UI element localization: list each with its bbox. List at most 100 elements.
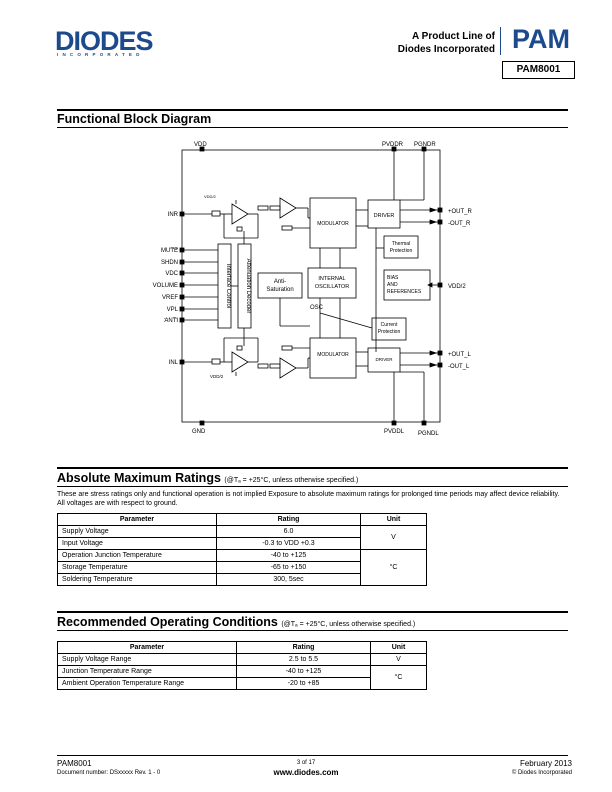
label-vdd: VDD	[194, 142, 207, 148]
label-pvddr: PVDDR	[382, 142, 404, 148]
driver-r-block	[367, 199, 401, 229]
pin-pvddl	[391, 420, 397, 426]
table-row: Soldering Temperature 300, 5sec	[57, 573, 427, 586]
rec-op-condition: (@Tₐ = +25°C, unless otherwise specified…	[281, 621, 416, 628]
internal-oscillator-block	[307, 267, 357, 299]
label-vdd2-r: VDD/2	[204, 194, 217, 199]
unit-cell: °C	[360, 549, 427, 586]
footer-rule	[57, 755, 568, 756]
table-row: Junction Temperature Range -40 to +125 °…	[57, 665, 427, 690]
label-osc: OSC	[310, 305, 324, 311]
unit-cell: °C	[370, 665, 427, 690]
label-vref: VREF	[162, 295, 178, 301]
pin-volume	[179, 282, 185, 288]
label-shdn: SHDN	[161, 260, 178, 266]
table-header-row: Parameter Rating Unit	[57, 641, 427, 654]
pin-out-r-pos	[437, 207, 443, 213]
param-cell: Operation Junction Temperature	[57, 549, 217, 562]
product-line-1: A Product Line of	[412, 31, 495, 42]
footer-page: 3 of 17	[296, 760, 316, 766]
rating-cell: -40 to +125	[216, 549, 361, 562]
preamp-r	[231, 203, 249, 225]
table-header-row: Parameter Rating Unit	[57, 513, 427, 526]
label-volume: VOLUME	[153, 283, 178, 289]
label-thermal-1: Thermal	[392, 241, 410, 247]
gain-amp-l	[279, 357, 297, 379]
label-pgndr: PGNDR	[414, 142, 436, 148]
abs-max-rule-top	[57, 467, 568, 469]
footer-copyright: © Diodes Incorporated	[511, 770, 572, 776]
header-rating: Rating	[216, 513, 361, 526]
pam-logo-text: PAM	[512, 24, 570, 52]
pin-mute	[179, 247, 185, 253]
pin-out-r-neg	[437, 219, 443, 225]
section-rule-top	[57, 109, 568, 111]
resistor-r2	[257, 205, 269, 211]
label-out-l-neg: -OUT_L	[448, 364, 470, 370]
pin-vref	[179, 294, 185, 300]
label-bias-1: BIAS	[387, 275, 399, 281]
header-parameter: Parameter	[57, 641, 237, 654]
label-osc-2: OSCILLATOR	[315, 284, 349, 290]
product-line-text: A Product Line of Diodes Incorporated	[398, 30, 495, 56]
header-rating: Rating	[236, 641, 371, 654]
resistor-r-fb	[236, 226, 243, 232]
diodes-logo: DIODES	[55, 26, 154, 56]
label-osc-1: INTERNAL	[318, 276, 345, 282]
part-number-box: PAM8001	[502, 61, 575, 79]
pin-vdd	[199, 146, 205, 152]
rec-op-title: Recommended Operating Conditions	[57, 615, 278, 629]
driver-l-block	[367, 347, 401, 373]
abs-max-title: Absolute Maximum Ratings	[57, 471, 221, 485]
label-thermal-2: Protection	[390, 248, 413, 254]
rating-cell: 6.0	[216, 525, 361, 538]
label-pvddl: PVDDL	[384, 429, 405, 435]
footer-date: February 2013	[519, 759, 572, 768]
table-row: Supply Voltage Range 2.5 to 5.5 V	[57, 653, 427, 666]
param-cell: Soldering Temperature	[57, 573, 217, 586]
rating-cell: -0.3 to VDD +0.3	[216, 537, 361, 550]
pin-inl	[179, 359, 185, 365]
label-gnd: GND	[192, 429, 206, 435]
rating-cell: -20 to +85	[236, 677, 371, 690]
gain-amp-r	[279, 197, 297, 219]
label-pgndl: PGNDL	[418, 431, 439, 437]
current-protection-block	[371, 317, 407, 341]
rating-cell: 300, 5sec	[216, 573, 361, 586]
resistor-l4	[281, 345, 293, 351]
label-inr: INR	[168, 212, 179, 218]
header-unit: Unit	[370, 641, 427, 654]
package-outline	[181, 149, 441, 423]
pam-logo: PAM	[512, 24, 576, 57]
preamp-l	[231, 351, 249, 373]
resistor-l3	[269, 363, 281, 369]
resistor-r3	[269, 205, 281, 211]
label-interface-control: Interface Control	[225, 264, 231, 308]
section-rule-bottom	[57, 127, 568, 128]
label-anti: ANTI	[164, 318, 178, 324]
param-cell: Supply Voltage	[57, 525, 217, 538]
param-cell: Storage Temperature	[57, 561, 217, 574]
footer-doc-number: Document number: DSxxxxx Rev. 1 - 0	[57, 770, 161, 776]
block-diagram-title: Functional Block Diagram	[57, 112, 212, 126]
abs-max-note: These are stress ratings only and functi…	[57, 491, 560, 507]
label-driver-l: DRIVER	[375, 357, 393, 362]
label-anti-2: Saturation	[266, 287, 293, 293]
table-row: Storage Temperature -65 to +150	[57, 561, 427, 574]
resistor-l-fb	[236, 345, 243, 351]
abs-max-table: Parameter Rating Unit Supply Voltage 6.0…	[57, 513, 427, 586]
header-unit: Unit	[360, 513, 427, 526]
rating-cell: -65 to +150	[216, 561, 361, 574]
table-row: Ambient Operation Temperature Range -20 …	[57, 677, 427, 690]
label-vdd2: VDD/2	[448, 284, 466, 290]
label-inl: INL	[169, 360, 179, 366]
rec-op-table: Parameter Rating Unit Supply Voltage Ran…	[57, 641, 427, 690]
product-line-2: Diodes Incorporated	[397, 44, 495, 55]
rec-op-title-row: Recommended Operating Conditions (@Tₐ = …	[57, 615, 415, 629]
label-out-r-pos: +OUT_R	[448, 209, 473, 215]
footer-website[interactable]: www.diodes.com	[273, 768, 339, 777]
rec-op-rule-top	[57, 611, 568, 613]
abs-max-title-row: Absolute Maximum Ratings (@Tₐ = +25°C, u…	[57, 471, 358, 485]
table-row: Supply Voltage 6.0 V	[57, 525, 427, 550]
label-current-1: Current	[381, 322, 398, 328]
